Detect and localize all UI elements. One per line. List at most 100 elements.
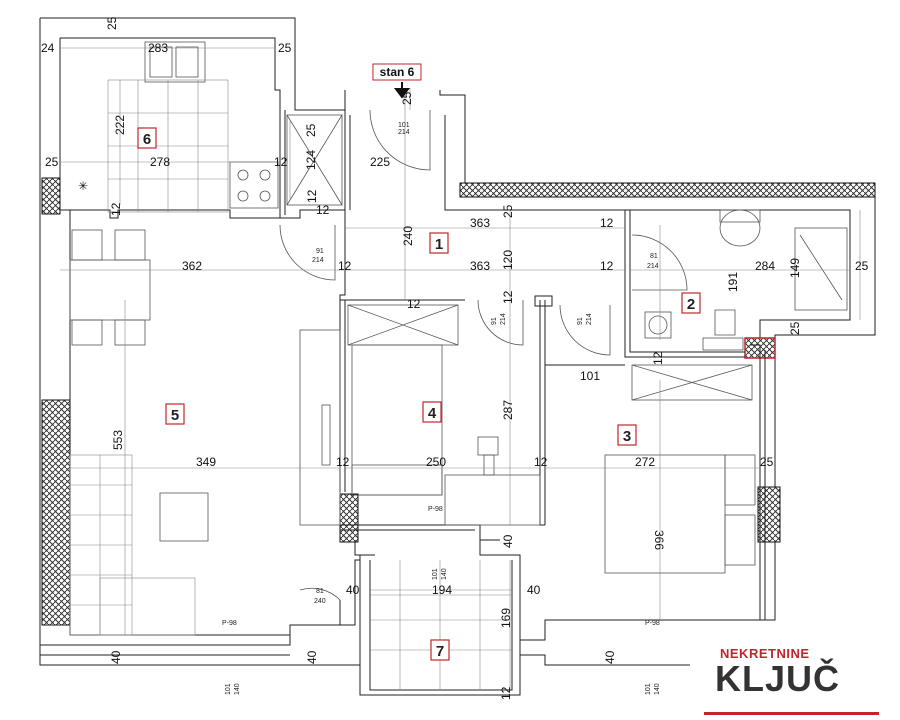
dim: 363 bbox=[470, 216, 490, 230]
dimension-lines bbox=[60, 47, 861, 690]
entrance-label: stan 6 bbox=[380, 65, 415, 79]
dim: 349 bbox=[196, 455, 216, 469]
dim: 225 bbox=[370, 155, 390, 169]
kitchen-furniture: ✳ bbox=[78, 41, 279, 213]
door-height: 140 bbox=[441, 568, 448, 580]
dim: 12 bbox=[600, 259, 614, 273]
dim: 284 bbox=[755, 259, 775, 273]
door-width: 101 bbox=[225, 683, 232, 695]
dim: 120 bbox=[501, 250, 515, 270]
dim: 12 bbox=[534, 455, 548, 469]
dim: 25 bbox=[760, 455, 774, 469]
door-width: 91 bbox=[491, 317, 498, 325]
dim: 12 bbox=[600, 216, 614, 230]
door-width: 101 bbox=[645, 683, 652, 695]
dim: 191 bbox=[726, 272, 740, 292]
dim: 40 bbox=[305, 650, 319, 664]
hatched-walls bbox=[41, 177, 876, 626]
dim: 272 bbox=[635, 455, 655, 469]
room-label-4: 4 bbox=[428, 405, 437, 422]
dim: 283 bbox=[148, 41, 168, 55]
entrance-arrow-icon bbox=[394, 82, 410, 99]
dim: 149 bbox=[788, 258, 802, 278]
door-height: 214 bbox=[500, 313, 507, 325]
room-label-1: 1 bbox=[435, 236, 443, 253]
dim: 40 bbox=[109, 650, 123, 664]
dim: 366 bbox=[652, 530, 666, 550]
bedroom3-furniture bbox=[559, 304, 756, 574]
dim: 40 bbox=[346, 583, 360, 597]
window-label: P-98 bbox=[428, 506, 443, 513]
dim: 40 bbox=[603, 650, 617, 664]
door-height: 140 bbox=[234, 683, 241, 695]
dimension-texts: 25 283 24 25 222 278 25 12 12 25 124 225… bbox=[41, 16, 869, 700]
dim: 124 bbox=[304, 150, 318, 170]
hall-furniture bbox=[279, 109, 431, 281]
living-furniture bbox=[69, 229, 341, 636]
interior-walls bbox=[60, 110, 766, 635]
dim: 12 bbox=[499, 686, 513, 700]
dim: 12 bbox=[407, 297, 421, 311]
dim: 278 bbox=[150, 155, 170, 169]
dim: 363 bbox=[470, 259, 490, 273]
door-height: 140 bbox=[654, 683, 661, 695]
dim: 553 bbox=[111, 430, 125, 450]
dim: 25 bbox=[400, 91, 414, 105]
logo-main-text: KLJUČ bbox=[715, 658, 841, 699]
bathroom-furniture bbox=[631, 209, 848, 351]
logo-bar bbox=[704, 712, 879, 715]
dim: 40 bbox=[527, 583, 541, 597]
window-labels: P-98 P-98 P-98 bbox=[222, 506, 660, 627]
door-width: 81 bbox=[650, 253, 658, 260]
door-width: 101 bbox=[398, 122, 410, 129]
dim: 25 bbox=[45, 155, 59, 169]
sun-icon: ✳ bbox=[78, 179, 88, 193]
window-label: P-98 bbox=[222, 620, 237, 627]
dim: 25 bbox=[788, 321, 802, 335]
dim: 25 bbox=[501, 204, 515, 218]
dim: 12 bbox=[316, 203, 330, 217]
dim: 12 bbox=[336, 455, 350, 469]
dim: 12 bbox=[338, 259, 352, 273]
bedroom4-furniture bbox=[347, 299, 541, 526]
dim: 12 bbox=[109, 202, 123, 216]
room-label-6: 6 bbox=[143, 131, 151, 148]
dim: 12 bbox=[274, 155, 288, 169]
dim: 25 bbox=[855, 259, 869, 273]
room-label-2: 2 bbox=[687, 296, 695, 313]
room-label-5: 5 bbox=[171, 407, 179, 424]
dim: 250 bbox=[426, 455, 446, 469]
room-labels: 6 1 2 3 4 5 7 bbox=[137, 127, 701, 661]
door-width: 81 bbox=[316, 588, 324, 595]
door-height: 240 bbox=[314, 598, 326, 605]
door-height: 214 bbox=[586, 313, 593, 325]
dim: 101 bbox=[580, 369, 600, 383]
dim: 169 bbox=[499, 608, 513, 628]
door-width: 101 bbox=[432, 568, 439, 580]
dim: 40 bbox=[501, 534, 515, 548]
door-height: 214 bbox=[398, 129, 410, 136]
dim: 25 bbox=[278, 41, 292, 55]
room-label-3: 3 bbox=[623, 428, 631, 445]
agency-logo: NEKRETNINE KLJUČ bbox=[700, 628, 885, 716]
dim: 12 bbox=[305, 189, 319, 203]
room-label-7: 7 bbox=[436, 643, 444, 660]
dim: 240 bbox=[401, 226, 415, 246]
dim: 362 bbox=[182, 259, 202, 273]
dim: 24 bbox=[41, 41, 55, 55]
door-height: 214 bbox=[312, 257, 324, 264]
door-height: 214 bbox=[647, 263, 659, 270]
entrance-marker: stan 6 bbox=[372, 63, 422, 99]
dim: 25 bbox=[105, 16, 119, 30]
door-labels: 101 214 91 214 81 214 91 214 91 214 81 2… bbox=[225, 122, 661, 695]
door-width: 91 bbox=[316, 248, 324, 255]
dim: 12 bbox=[501, 290, 515, 304]
dim: 222 bbox=[113, 115, 127, 135]
dim: 194 bbox=[432, 583, 452, 597]
dim: 25 bbox=[304, 123, 318, 137]
logo-top-text: NEKRETNINE bbox=[720, 646, 810, 661]
door-width: 91 bbox=[577, 317, 584, 325]
dim: 12 bbox=[651, 351, 665, 365]
window-label: P-98 bbox=[645, 620, 660, 627]
